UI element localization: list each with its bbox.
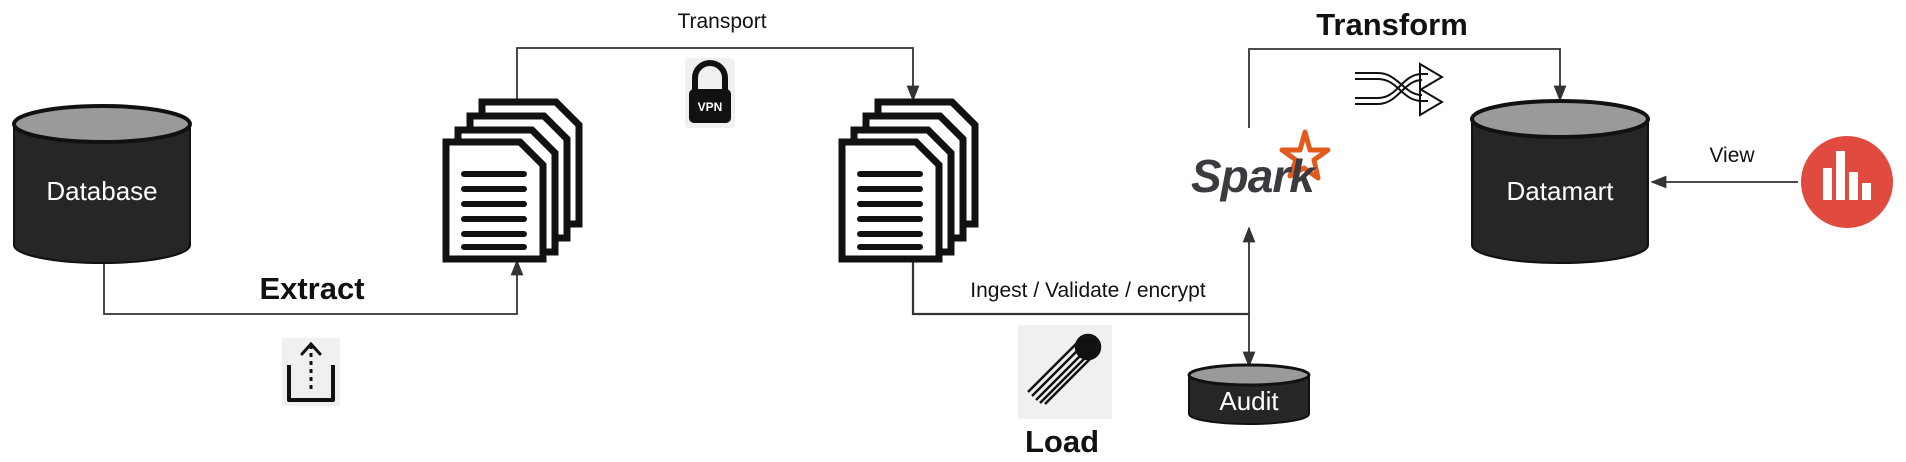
datamart-label: Datamart [1507,176,1615,206]
upload-icon [282,338,340,406]
database-label: Database [46,176,157,206]
transport-label: Transport [677,10,766,33]
audit-label: Audit [1219,386,1279,416]
bar-chart-icon [1801,136,1893,228]
transport-connector [516,47,920,103]
extract-stage-label: Extract [259,271,364,306]
view-label: View [1709,144,1755,167]
spark-star-icon [1279,129,1331,181]
extract-connector [103,259,524,315]
spark-logo: Spark [1191,129,1331,202]
audit-cylinder: Audit [1187,363,1311,425]
shuffle-icon [1355,62,1444,117]
database-cylinder: Database [12,104,192,264]
document-stack-icon [838,98,979,263]
document-stack-icon [442,98,583,263]
datamart-cylinder: Datamart [1470,99,1650,264]
spark-logo-text: Spark [1191,150,1317,202]
vpn-badge-text: VPN [698,100,723,114]
ingest-label: Ingest / Validate / encrypt [970,279,1206,302]
comet-icon [1018,325,1112,419]
lock-icon: VPN [685,58,735,128]
ingest-connector [911,258,1249,316]
transform-connector [1248,48,1567,128]
load-stage-label: Load [1025,424,1099,459]
transform-stage-label: Transform [1316,7,1468,42]
